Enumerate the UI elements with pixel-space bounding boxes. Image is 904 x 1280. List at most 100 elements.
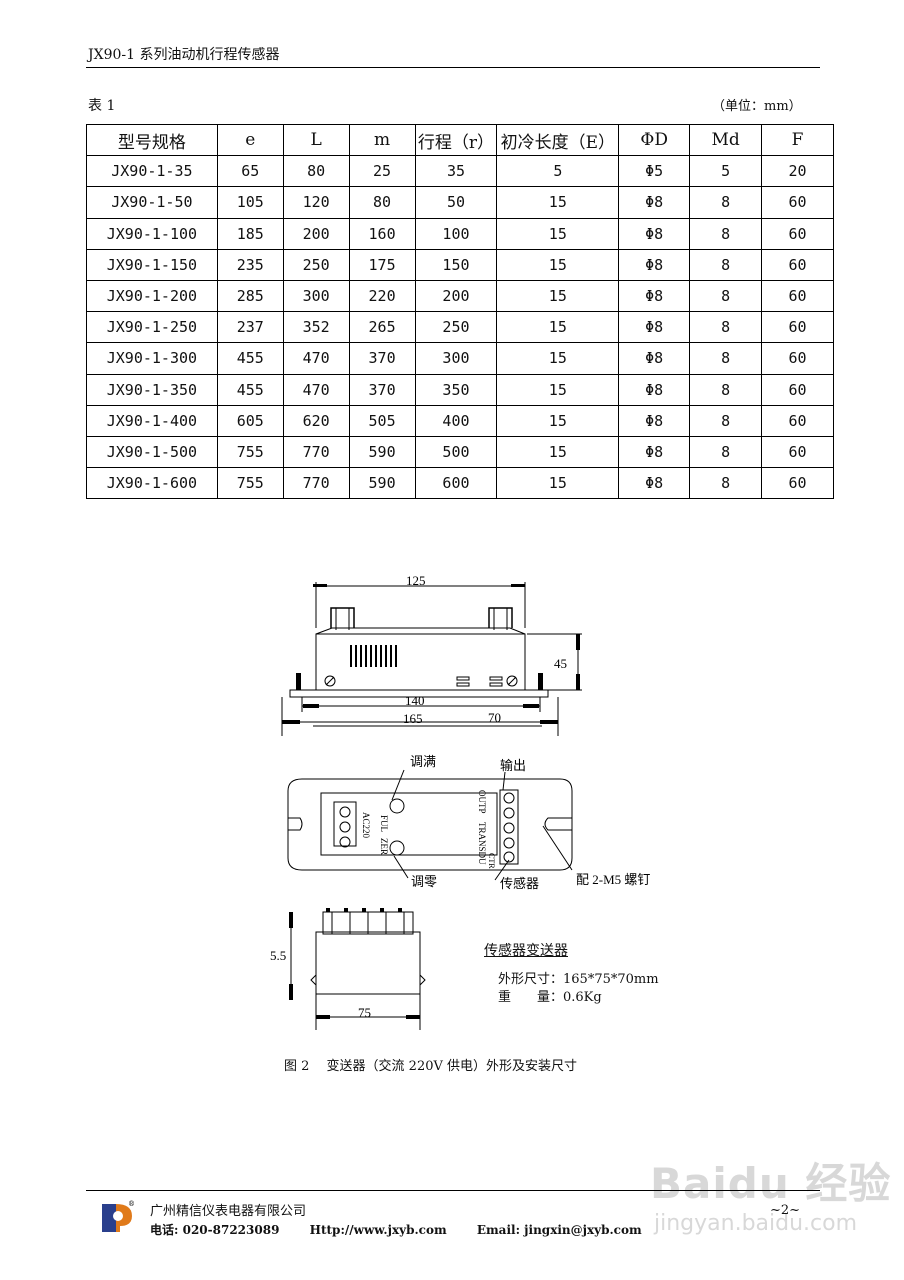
table-cell: 15	[496, 311, 620, 344]
table-cell: Φ8	[618, 342, 691, 375]
table-cell: 150	[414, 248, 498, 281]
spec-title: 传感器变送器	[484, 943, 568, 959]
table-cell: 60	[761, 248, 834, 281]
table-header-cell: e	[216, 123, 284, 157]
table-cell: JX90-1-150	[86, 248, 218, 281]
dim-top-width: 125	[406, 573, 426, 588]
watermark-url: jingyan.baidu.com	[654, 1211, 858, 1236]
table-cell: 185	[216, 217, 284, 250]
table-cell: 8	[689, 248, 763, 281]
table-cell: 250	[414, 311, 498, 344]
dim-inner-width: 140	[405, 693, 425, 708]
table-cell: Φ8	[618, 435, 691, 469]
table-cell: JX90-1-50	[86, 186, 218, 219]
watermark-brand: Baidu 经验	[650, 1159, 892, 1208]
table-cell: Φ8	[618, 279, 691, 313]
table-cell: JX90-1-500	[86, 435, 218, 469]
table-cell: 15	[496, 248, 620, 281]
contact-email[interactable]: Email: jingxin@jxyb.com	[476, 1223, 642, 1237]
label-outp: OUTP	[477, 790, 487, 814]
table-cell: Φ5	[618, 155, 691, 188]
table-header-cell: 型号规格	[86, 123, 218, 157]
table-cell: 80	[348, 186, 416, 219]
label-ctr: CTR	[487, 853, 496, 869]
table-cell: 352	[282, 311, 350, 344]
table-cell: 60	[761, 467, 834, 500]
table-cell: 8	[689, 467, 763, 500]
table-cell: 8	[689, 373, 763, 406]
table-cell: 590	[348, 435, 416, 469]
table-cell: 605	[216, 404, 284, 437]
table-cell: 455	[216, 342, 284, 375]
table-cell: JX90-1-200	[86, 279, 218, 313]
label-output: 输出	[500, 758, 526, 773]
figure-caption: 图 2 变送器（交流 220V 供电）外形及安装尺寸	[284, 1059, 578, 1074]
table-cell: 8	[689, 311, 763, 344]
table-cell: 755	[216, 467, 284, 500]
table-cell: 590	[348, 467, 416, 500]
label-screw: 配 2-M5 螺钉	[576, 872, 650, 887]
label-zer: ZER	[379, 838, 389, 855]
table-cell: 237	[216, 311, 284, 344]
table-cell: JX90-1-400	[86, 404, 218, 437]
dim-side-height: 5.5	[270, 948, 286, 963]
table-cell: 285	[216, 279, 284, 313]
svg-text:®: ®	[128, 1200, 135, 1208]
table-label: 表 1	[88, 98, 116, 114]
table-cell: 505	[348, 404, 416, 437]
table-cell: 300	[414, 342, 498, 375]
label-sensor: 传感器	[500, 876, 539, 891]
table-cell: 370	[348, 342, 416, 375]
table-cell: 60	[761, 217, 834, 250]
contact-phone: 电话: 020-87223089	[150, 1223, 280, 1237]
table-cell: 350	[414, 373, 498, 406]
table-cell: JX90-1-300	[86, 342, 218, 375]
table-cell: 15	[496, 186, 620, 219]
table-cell: 455	[216, 373, 284, 406]
label-ac220: AC220	[361, 812, 371, 839]
table-cell: Φ8	[618, 248, 691, 281]
table-cell: 220	[348, 279, 416, 313]
label-transdu: TRANSDU	[477, 822, 487, 865]
table-cell: 370	[348, 373, 416, 406]
table-header-cell: Md	[689, 123, 763, 157]
contact-web[interactable]: Http://www.jxyb.com	[309, 1223, 447, 1237]
table-cell: Φ8	[618, 373, 691, 406]
dim-outer-width: 165	[403, 711, 423, 726]
table-cell: 65	[216, 155, 284, 188]
dim-depth: 70	[488, 710, 501, 725]
table-cell: 770	[282, 467, 350, 500]
table-cell: 60	[761, 186, 834, 219]
table-cell: 8	[689, 342, 763, 375]
footer-divider	[86, 1190, 820, 1191]
table-cell: 5	[496, 155, 620, 188]
label-zero-adjust: 调零	[411, 874, 437, 889]
table-header-cell: F	[761, 123, 834, 157]
table-unit: （单位：mm）	[712, 99, 802, 114]
table-header-cell: 行程（r）	[414, 123, 498, 157]
dim-side-width: 75	[358, 1005, 371, 1020]
table-cell: 15	[496, 467, 620, 500]
header-divider	[86, 67, 820, 68]
table-cell: 600	[414, 467, 498, 500]
label-ful: FUL	[379, 815, 389, 832]
company-name: 广州精信仪表电器有限公司	[150, 1204, 307, 1219]
dim-height: 45	[554, 656, 567, 671]
table-cell: 15	[496, 435, 620, 469]
table-cell: 470	[282, 342, 350, 375]
table-cell: 5	[689, 155, 763, 188]
table-cell: 235	[216, 248, 284, 281]
table-cell: 200	[414, 279, 498, 313]
spec-size: 外形尺寸：165*75*70mm	[498, 972, 659, 987]
label-full-adjust: 调满	[410, 754, 436, 769]
